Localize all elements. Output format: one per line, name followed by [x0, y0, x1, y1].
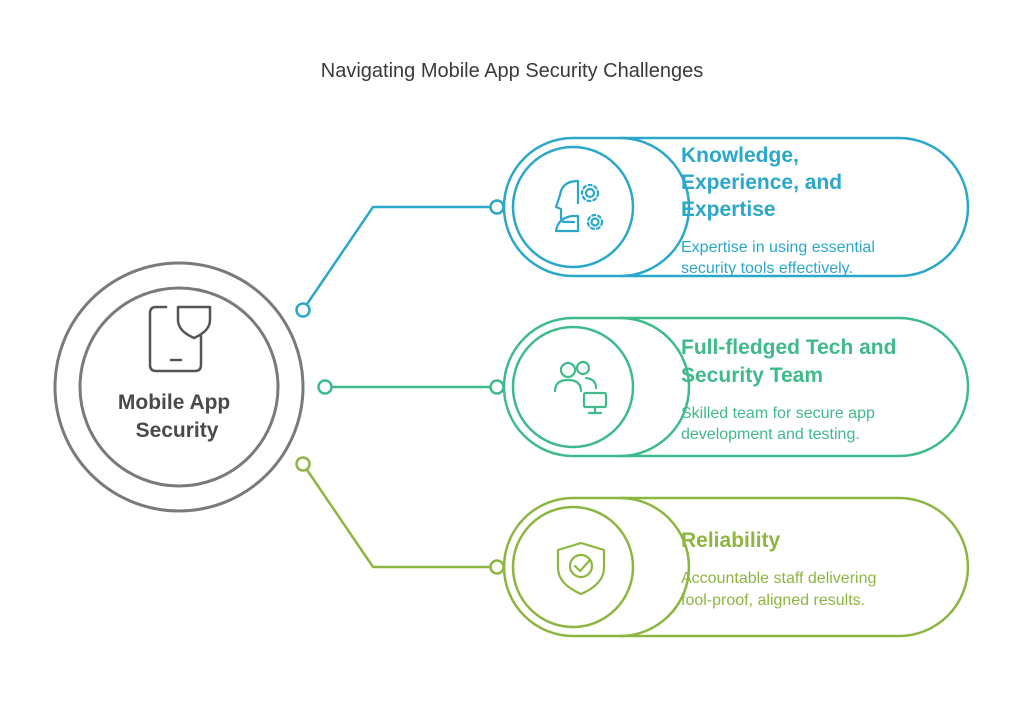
card-knowledge-inner-ring — [511, 145, 635, 269]
card-reliability-inner-ring — [511, 505, 635, 629]
card-reliability-desc: Accountable staff delivering fool-proof,… — [681, 570, 881, 609]
card-reliability: Reliability Accountable staff delivering… — [502, 496, 970, 638]
center-label: Mobile App Security — [118, 391, 236, 442]
connector-dot-reliability-end — [489, 559, 505, 575]
card-reliability-desc-line-2: fool-proof, aligned results. — [681, 592, 865, 609]
connector-reliability — [301, 463, 497, 569]
head-gears-icon — [554, 179, 604, 233]
card-knowledge-desc-line-1: Expertise in using essential — [681, 239, 875, 256]
center-label-line-1: Mobile App — [118, 391, 230, 414]
card-knowledge-cap — [619, 136, 691, 278]
card-team-outline — [502, 316, 970, 458]
center-label-line-2: Security — [136, 419, 219, 442]
card-knowledge-desc: Expertise in using essential security to… — [681, 239, 879, 277]
card-team-desc: Skilled team for secure app development … — [681, 405, 879, 443]
team-computer-icon — [553, 360, 608, 415]
connector-dot-reliability-start — [295, 456, 311, 472]
diagram-title: Navigating Mobile App Security Challenge… — [321, 60, 703, 82]
card-knowledge-outline — [502, 136, 970, 278]
card-knowledge-title-line-3: Expertise — [681, 198, 776, 221]
center-hub — [53, 261, 305, 513]
card-reliability-outline — [502, 496, 970, 638]
card-knowledge-title-line-1: Knowledge, — [681, 144, 799, 167]
card-team-desc-line-2: development and testing. — [681, 426, 860, 443]
connector-dot-knowledge-end — [489, 199, 505, 215]
card-knowledge-title: Knowledge, Experience, and Expertise — [681, 144, 848, 221]
card-reliability-cap — [619, 496, 691, 638]
card-team-title: Full-fledged Tech and Security Team — [681, 336, 902, 387]
card-team-inner-ring — [511, 325, 635, 449]
card-reliability-desc-line-1: Accountable staff delivering — [681, 570, 876, 587]
shield-check-icon — [556, 541, 606, 596]
card-reliability-title: Reliability — [681, 529, 781, 552]
card-team-cap — [619, 316, 691, 458]
card-knowledge: Knowledge, Experience, and Expertise Exp… — [502, 136, 970, 278]
connector-dot-team-start — [317, 379, 333, 395]
connectors — [301, 205, 497, 569]
card-team-title-line-2: Security Team — [681, 364, 823, 387]
connector-dots — [295, 199, 505, 575]
connector-dot-knowledge-start — [295, 302, 311, 318]
card-knowledge-desc-line-2: security tools effectively. — [681, 260, 853, 277]
mobile-shield-icon — [148, 305, 212, 373]
card-team-title-line-1: Full-fledged Tech and — [681, 336, 896, 359]
card-reliability-title-line-1: Reliability — [681, 529, 781, 552]
card-team-desc-line-1: Skilled team for secure app — [681, 405, 875, 422]
card-team: Full-fledged Tech and Security Team Skil… — [502, 316, 970, 458]
center-inner-ring — [78, 286, 280, 488]
card-knowledge-title-line-2: Experience, and — [681, 171, 842, 194]
connector-knowledge — [301, 205, 497, 311]
connector-dot-team-end — [489, 379, 505, 395]
center-outer-ring — [53, 261, 305, 513]
